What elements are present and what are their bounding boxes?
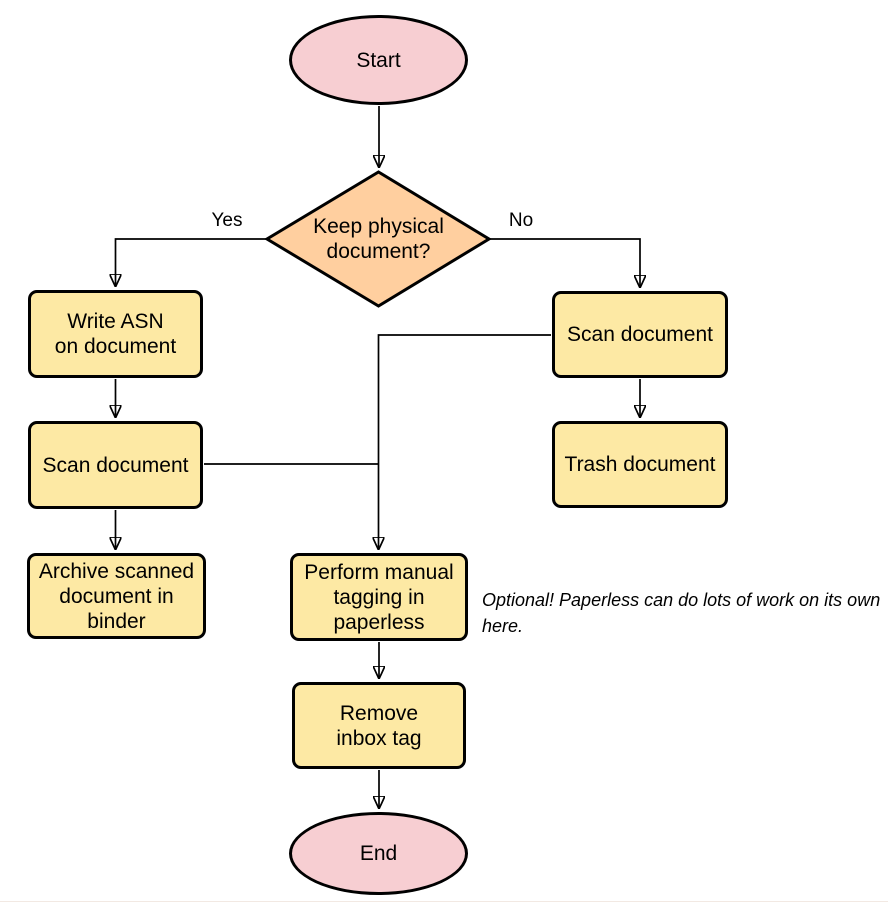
edge-decision-no-to-scan-right [489,238,640,287]
node-remove-inbox-tag: Remove inbox tag [292,682,466,769]
node-manual-tagging: Perform manual tagging in paperless [290,553,468,641]
node-write-asn: Write ASN on document [28,290,203,378]
node-archive-binder-label: Archive scanned document in binder [38,559,195,633]
node-write-asn-label: Write ASN on document [54,310,177,358]
node-scan-document-left-label: Scan document [42,453,189,477]
node-trash-document: Trash document [552,421,728,508]
edge-decision-yes-to-write-asn [116,238,267,286]
node-scan-document-right-label: Scan document [567,323,713,346]
node-archive-binder: Archive scanned document in binder [27,553,206,639]
node-start: Start [289,15,468,105]
node-decision-label: Keep physical document? [313,215,444,263]
node-scan-document-left: Scan document [28,421,203,509]
node-end-label: End [359,842,398,865]
edge-scan-right-to-tagging [379,334,551,549]
edge-label-yes: Yes [211,210,243,231]
node-manual-tagging-label: Perform manual tagging in paperless [304,560,454,634]
edge-label-no: No [508,210,534,231]
decision-diamond-shape [264,170,492,308]
node-end: End [289,812,468,895]
node-scan-document-right: Scan document [552,291,728,378]
annotation-note: Optional! Paperless can do lots of work … [482,590,881,636]
node-remove-inbox-tag-label: Remove inbox tag [336,701,422,750]
node-start-label: Start [356,48,401,72]
screenshot-bottom-edge-line [0,901,888,902]
node-trash-document-label: Trash document [564,453,716,476]
